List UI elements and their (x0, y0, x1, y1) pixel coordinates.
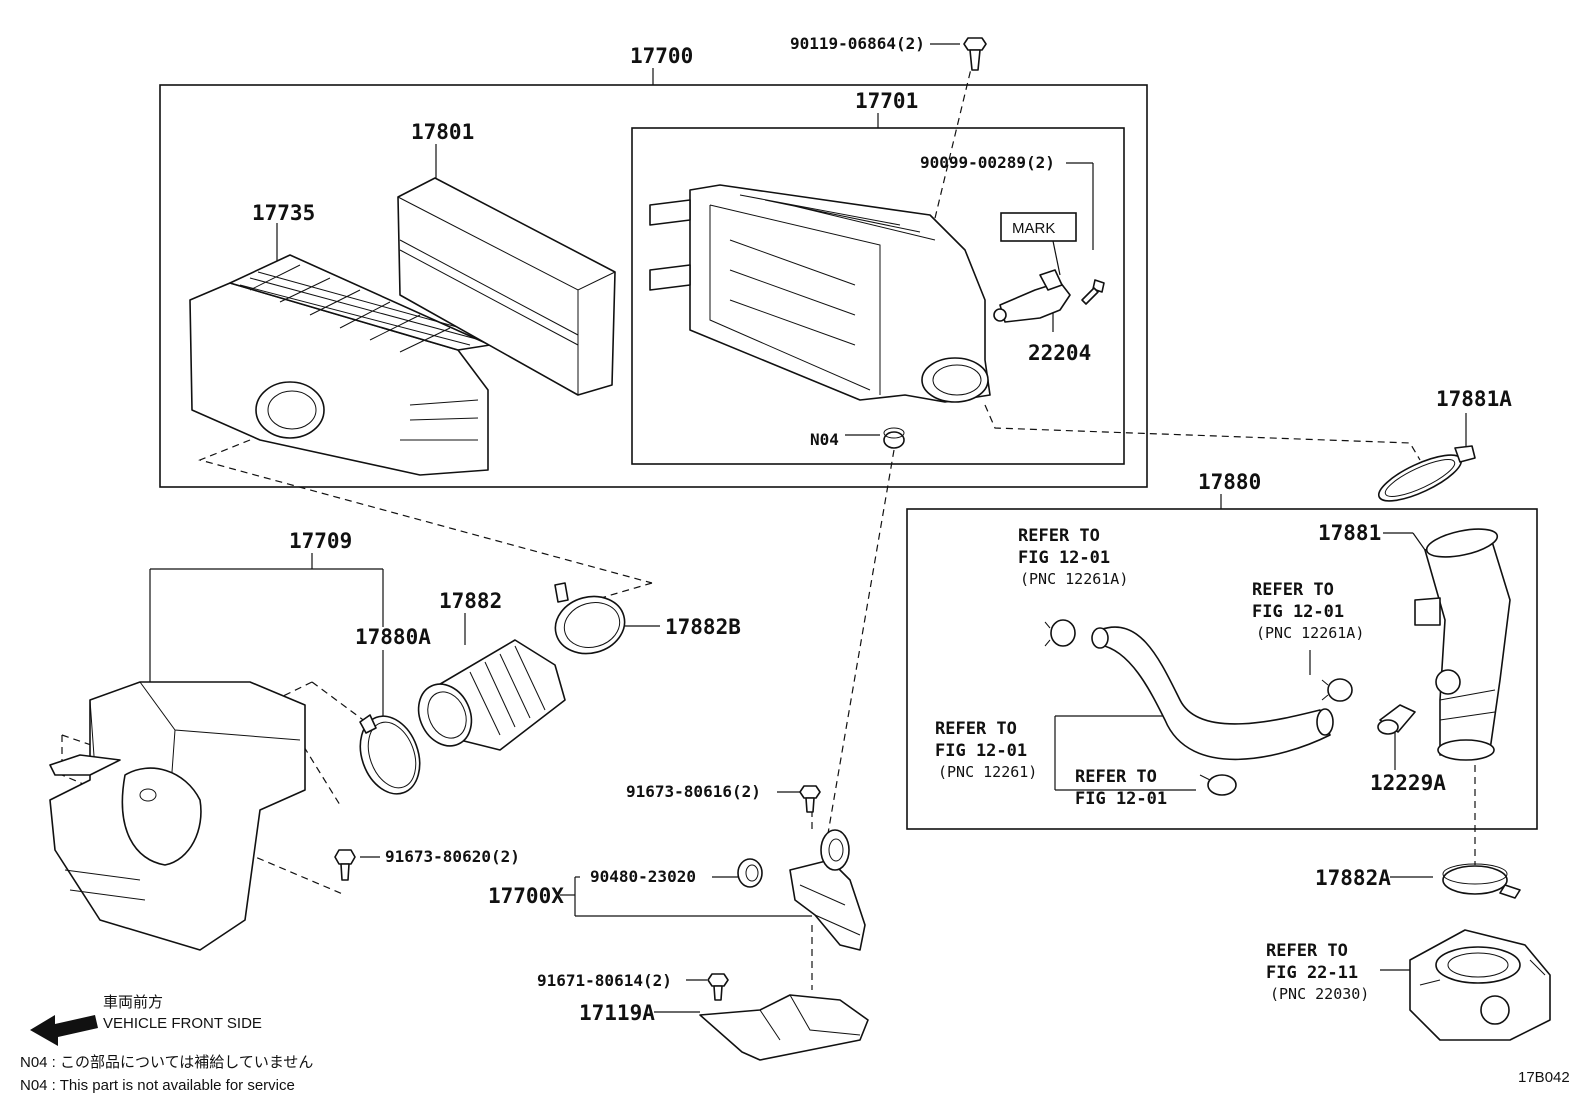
dashed-lines (61, 47, 1476, 990)
throttle-body (1409, 929, 1551, 1041)
footnotes: 車両前方 VEHICLE FRONT SIDE N04 : この部品については補… (20, 994, 1570, 1094)
label-17882: 17882 (439, 589, 502, 613)
ref4-line1: REFER TO (1075, 767, 1157, 787)
intake-duct-17709 (49, 681, 306, 951)
air-cleaner-cap-17701 (649, 184, 991, 403)
hose-clamp-icon-a (1044, 619, 1076, 647)
label-grommet-90480: 90480-23020 (590, 867, 696, 886)
label-bolt-90099: 90099-00289(2) (920, 153, 1055, 172)
label-mark: MARK (1012, 220, 1055, 237)
hose-clamp-icon-b (1321, 678, 1353, 702)
bolt-icon-91671 (707, 973, 729, 1001)
bracket-17700x (789, 829, 866, 951)
figure-id: 17B042 (1518, 1069, 1570, 1086)
label-17880: 17880 (1198, 470, 1261, 494)
ref3-pnc: (PNC 12261) (938, 763, 1037, 781)
leader-lines (149, 43, 1467, 1013)
reference-notes: REFER TO FIG 12-01 (PNC 12261A) REFER TO… (935, 526, 1369, 1003)
intake-hose-17881 (1414, 528, 1511, 761)
label-17881: 17881 (1318, 521, 1381, 545)
air-filter-element-17801 (397, 177, 616, 396)
bolt-icon-91673-80616 (799, 785, 821, 813)
label-17801: 17801 (411, 120, 474, 144)
ref1-pnc: (PNC 12261A) (1020, 570, 1128, 588)
maf-sensor-22204 (993, 269, 1071, 323)
bolt-icon-90099 (1081, 279, 1105, 305)
label-22204: 22204 (1028, 341, 1091, 365)
ref2-pnc: (PNC 12261A) (1256, 624, 1364, 642)
air-cleaner-case-17735 (189, 254, 491, 476)
label-17700x: 17700X (488, 884, 564, 908)
front-side-jp: 車両前方 (103, 994, 163, 1011)
part-labels: 17700 17701 17801 17735 22204 N04 17881A… (252, 34, 1512, 1025)
ref5-line2: FIG 22-11 (1266, 963, 1358, 983)
label-12229a: 12229A (1370, 771, 1446, 795)
label-17119a: 17119A (579, 1001, 655, 1025)
label-17701: 17701 (855, 89, 918, 113)
label-bolt-91671: 91671-80614(2) (537, 971, 672, 990)
ref1-line1: REFER TO (1018, 526, 1100, 546)
grommet-n04 (883, 427, 905, 449)
ref2-line1: REFER TO (1252, 580, 1334, 600)
ref4-line2: FIG 12-01 (1075, 789, 1167, 809)
hose-clamp-17881a (1377, 445, 1476, 502)
label-17880a: 17880A (355, 625, 431, 649)
grommet-90480 (737, 858, 763, 888)
fitting-12229a (1377, 704, 1416, 735)
ref3-line1: REFER TO (935, 719, 1017, 739)
label-17700: 17700 (630, 44, 693, 68)
label-n04: N04 (810, 430, 839, 449)
ref3-line2: FIG 12-01 (935, 741, 1027, 761)
ref2-line2: FIG 12-01 (1252, 602, 1344, 622)
hose-clamp-17882a (1442, 863, 1521, 899)
ventilation-hose (1091, 626, 1334, 761)
label-17735: 17735 (252, 201, 315, 225)
bracket-17119a (699, 994, 869, 1061)
label-bolt-91673-80616: 91673-80616(2) (626, 782, 761, 801)
bolt-icon-91673-80620 (334, 849, 356, 881)
label-bolt-91673-80620: 91673-80620(2) (385, 847, 520, 866)
ref5-pnc: (PNC 22030) (1270, 985, 1369, 1003)
bolt-icons (334, 37, 1105, 1001)
ref5-line1: REFER TO (1266, 941, 1348, 961)
label-17882b: 17882B (665, 615, 741, 639)
label-bolt-90119: 90119-06864(2) (790, 34, 925, 53)
n04-note-jp: N04 : この部品については補給していません (20, 1054, 313, 1071)
n04-note-en: N04 : This part is not available for ser… (20, 1077, 295, 1094)
hose-clamp-icon-c (1199, 774, 1237, 796)
label-17881a: 17881A (1436, 387, 1512, 411)
ref1-line2: FIG 12-01 (1018, 548, 1110, 568)
hose-clamp-17882b (554, 582, 626, 655)
assembly-box-17880 (906, 508, 1538, 830)
label-17882a: 17882A (1315, 866, 1391, 890)
front-side-en: VEHICLE FRONT SIDE (103, 1015, 262, 1032)
hose-clamp-17880a (359, 714, 421, 795)
vehicle-front-arrow-icon (30, 1015, 98, 1046)
mark-box (1000, 212, 1077, 242)
label-17709: 17709 (289, 529, 352, 553)
bellows-hose-17882 (417, 639, 566, 751)
bolt-icon-90119 (963, 37, 987, 71)
